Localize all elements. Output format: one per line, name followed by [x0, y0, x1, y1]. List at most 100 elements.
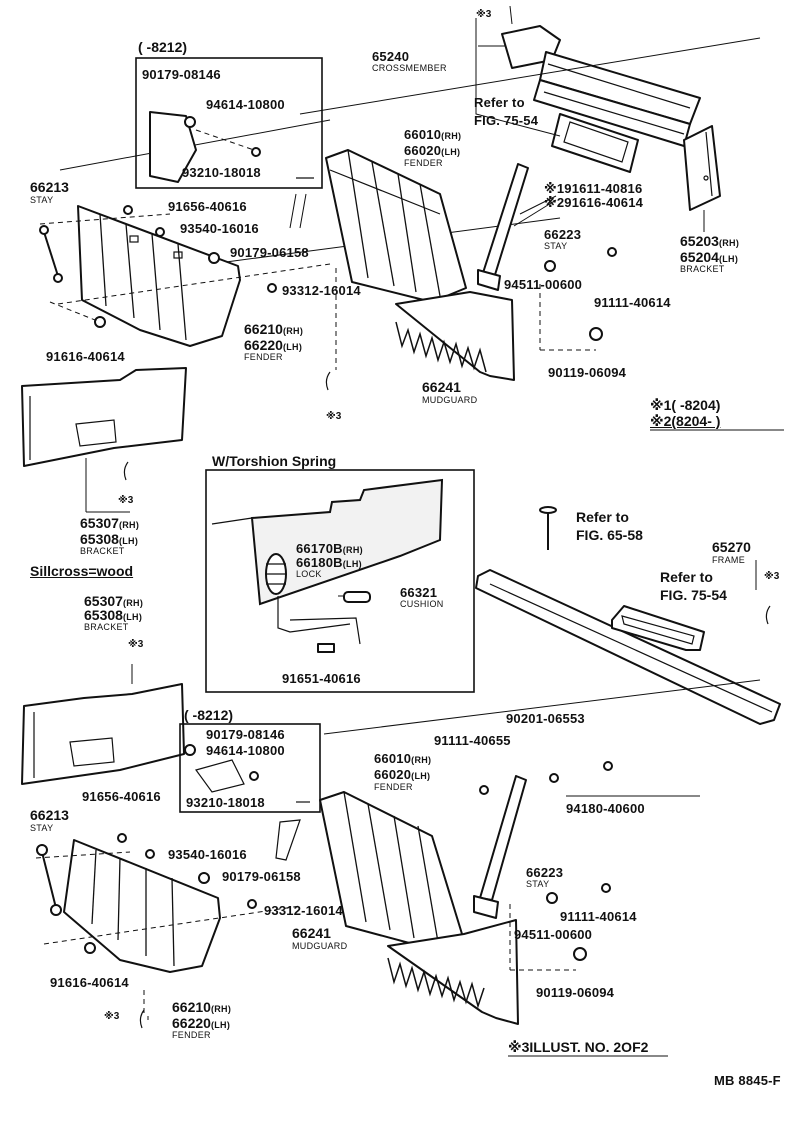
- date-box-top: [135, 57, 323, 189]
- bracket-65307-bottom: [21, 683, 185, 785]
- torsion-spring-box: [205, 469, 475, 693]
- stay-66213-bottom: [36, 844, 62, 916]
- part-66180B: 66180B(LH): [296, 555, 362, 570]
- ast3-label-bottom: ※3: [104, 1011, 120, 1022]
- stay-name-bottom-right: STAY: [526, 879, 550, 889]
- part-90179-08146-bottom: 90179-08146: [206, 727, 285, 742]
- ref-label-75-54-top: Refer to: [474, 95, 525, 110]
- part-93210-18018-top: 93210-18018: [182, 165, 261, 180]
- bracket-65307-top: [21, 367, 187, 467]
- part-91656-40616-top: 91656-40616: [168, 199, 247, 214]
- part-66220-bottom: 66220(LH): [172, 1015, 231, 1031]
- mudguard-66241-top: [395, 291, 515, 381]
- part-94614-10800-bottom: 94614-10800: [206, 743, 285, 758]
- part-90119-06094-bottom: 90119-06094: [536, 985, 615, 1000]
- ast3-label-frame: ※3: [764, 571, 780, 582]
- part-66213-top: 66213: [30, 179, 69, 195]
- part-66210-top: 66210(RH): [244, 321, 304, 337]
- part-91111-40655: 91111-40655: [434, 733, 511, 748]
- part-91111-40614-bottom: 91111-40614: [560, 909, 637, 924]
- drawing-id: MB 8845-F: [714, 1073, 781, 1088]
- part-65307-top: 65307(RH): [80, 515, 140, 531]
- part-66010-top: 66010(RH): [404, 127, 462, 142]
- part-65308-bottom: 65308(LH): [84, 607, 143, 623]
- ref-fig-65-58: FIG. 65-58: [576, 527, 643, 543]
- part-291616-40614: ※291616-40614: [544, 195, 644, 210]
- bracket-name-top-left: BRACKET: [80, 546, 125, 556]
- part-66223-bottom: 66223: [526, 865, 564, 880]
- part-94180-40600: 94180-40600: [566, 801, 645, 816]
- fender-name-top-left: FENDER: [244, 352, 283, 362]
- part-191611-40816: ※191611-40816: [544, 181, 643, 196]
- part-66213-bottom: 66213: [30, 807, 69, 823]
- part-91651-40616: 91651-40616: [282, 671, 361, 686]
- part-66321: 66321: [400, 585, 438, 600]
- part-65203-204-name: BRACKET: [680, 264, 725, 274]
- sillcross-note: Sillcross=wood: [30, 563, 134, 579]
- fender-66210-top: [77, 205, 241, 347]
- ref-fig-75-54-top: FIG. 75-54: [474, 113, 539, 128]
- part-93540-16016-top: 93540-16016: [180, 221, 259, 236]
- fender-66010-bottom: [319, 791, 463, 949]
- part-65240-number: 65240: [372, 49, 410, 64]
- ast3-label-left-top: ※3: [118, 495, 134, 506]
- bracket-name-bottom-left: BRACKET: [84, 622, 129, 632]
- frame-65270: [475, 560, 781, 725]
- date-range-top: ( -8212): [138, 39, 188, 55]
- crossmember-65240: [501, 25, 701, 173]
- ref-label-75-54-bottom: Refer to: [660, 569, 713, 585]
- note-1: ※1( -8204): [650, 397, 721, 413]
- stay-66213-top: [39, 225, 63, 283]
- part-66223-top: 66223: [544, 227, 582, 242]
- part-93312-16014-bottom: 93312-16014: [264, 903, 343, 918]
- ast3-label-top: ※3: [476, 9, 492, 20]
- stay-66223-top: [477, 163, 529, 291]
- note-3-illustration: ※3ILLUST. NO. 2OF2: [508, 1039, 649, 1055]
- lock-name: LOCK: [296, 569, 322, 579]
- fender-name-bottom-left: FENDER: [172, 1030, 211, 1040]
- part-94511-00600-bottom: 94511-00600: [514, 927, 593, 942]
- part-66010-bottom: 66010(RH): [374, 751, 432, 766]
- part-65270: 65270: [712, 539, 751, 555]
- torsion-box-title: W/Torshion Spring: [212, 453, 337, 469]
- part-90201-06553: 90201-06553: [506, 711, 585, 726]
- fender-66210-bottom: [63, 839, 221, 973]
- stay-name-top-right: STAY: [544, 241, 568, 251]
- part-91616-40614-bottom: 91616-40614: [50, 975, 129, 990]
- mudguard-name-bottom: MUDGUARD: [292, 941, 348, 951]
- part-65240-name: CROSSMEMBER: [372, 63, 447, 73]
- part-90179-08146-top: 90179-08146: [142, 67, 221, 82]
- date-box-bottom: [179, 723, 321, 813]
- date-range-bottom: ( -8212): [184, 707, 234, 723]
- part-91111-40614-top: 91111-40614: [594, 295, 671, 310]
- cushion-name: CUSHION: [400, 599, 444, 609]
- part-65308-top: 65308(LH): [80, 531, 139, 547]
- part-90119-06094-top: 90119-06094: [548, 365, 627, 380]
- mudguard-66241-bottom: [387, 919, 519, 1025]
- fender-name-bottom-center: FENDER: [374, 782, 413, 792]
- part-66210-bottom: 66210(RH): [172, 999, 232, 1015]
- frame-name: FRAME: [712, 555, 745, 565]
- ref-fig-75-54-bottom: FIG. 75-54: [660, 587, 727, 603]
- part-66020-bottom: 66020(LH): [374, 767, 431, 782]
- part-94614-10800-top: 94614-10800: [206, 97, 285, 112]
- part-65204-number: 65204(LH): [680, 249, 739, 265]
- part-93540-16016-bottom: 93540-16016: [168, 847, 247, 862]
- part-93210-18018-bottom: 93210-18018: [186, 795, 265, 810]
- bracket-65203-204: [683, 125, 721, 211]
- part-93312-16014-top: 93312-16014: [282, 283, 361, 298]
- mudguard-name-top: MUDGUARD: [422, 395, 478, 405]
- part-90179-06158-top: 90179-06158: [230, 245, 309, 260]
- part-66220-top: 66220(LH): [244, 337, 303, 353]
- part-91656-40616-bottom: 91656-40616: [82, 789, 161, 804]
- ast3-label-left-bottom: ※3: [128, 639, 144, 650]
- part-90179-06158-bottom: 90179-06158: [222, 869, 301, 884]
- part-66020-top: 66020(LH): [404, 143, 461, 158]
- part-66241-top: 66241: [422, 379, 461, 395]
- fender-66010-top: [325, 149, 467, 303]
- stay-name-bottom-left: STAY: [30, 823, 54, 833]
- part-66241-bottom: 66241: [292, 925, 331, 941]
- ref-label-65-58: Refer to: [576, 509, 629, 525]
